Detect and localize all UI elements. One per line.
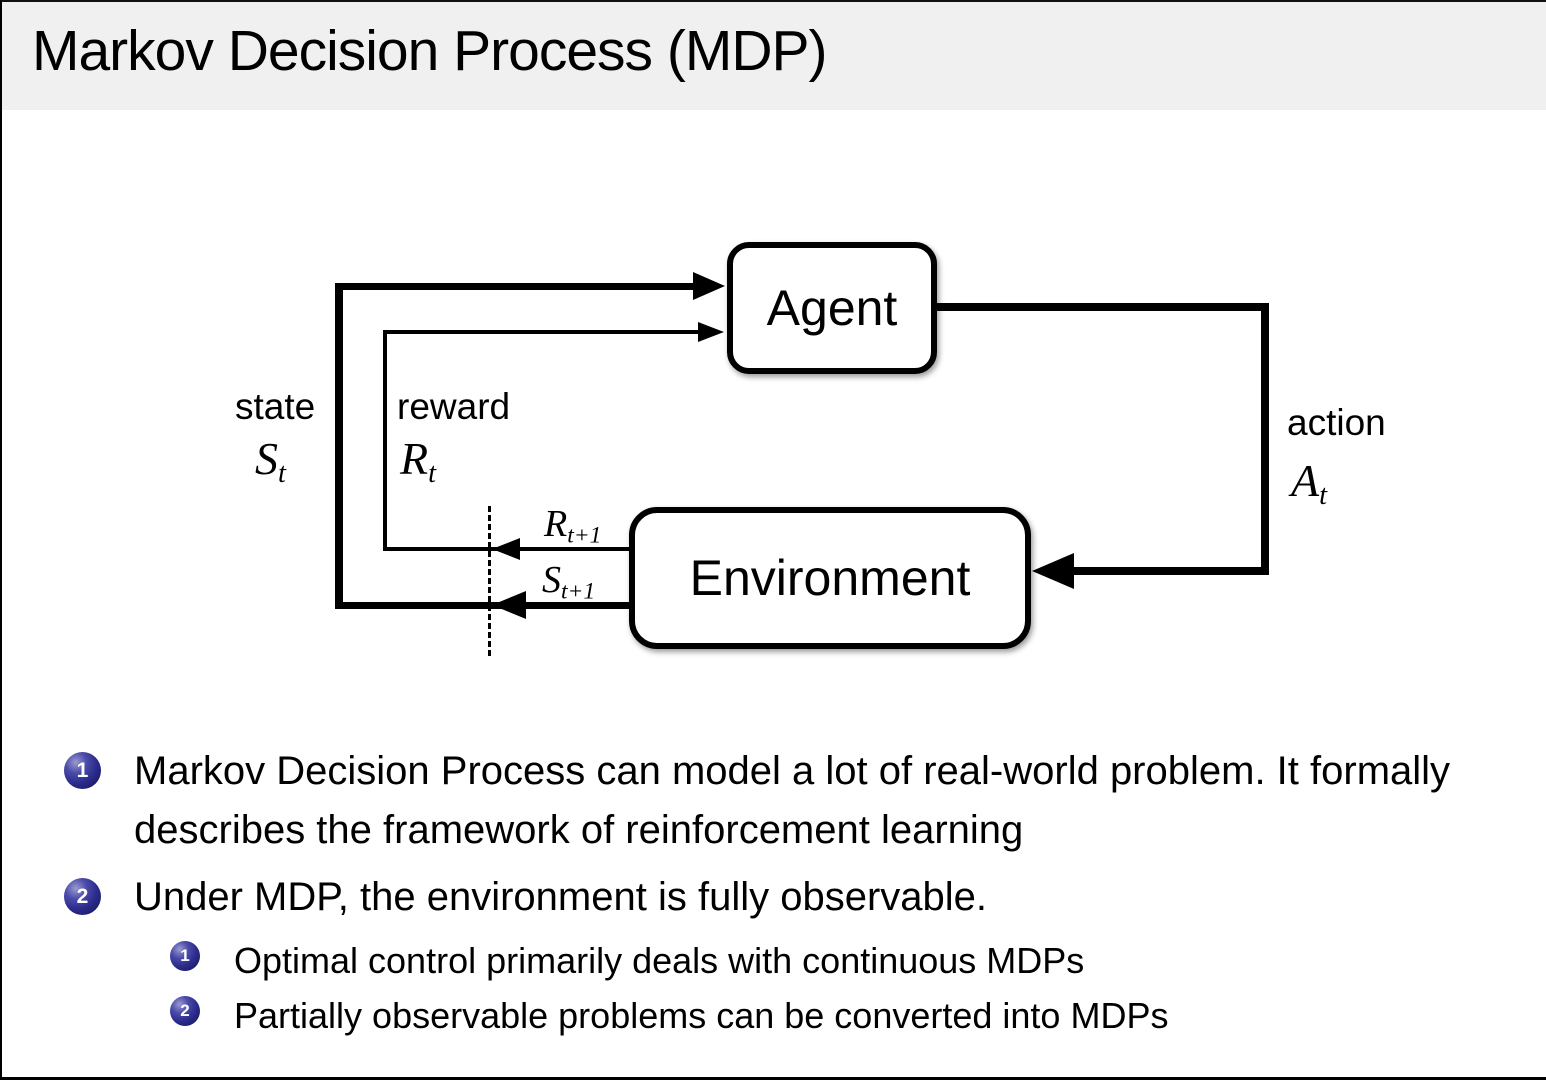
sub-bullet-text: Optimal control primarily deals with con… — [234, 940, 1085, 981]
next-state-line — [335, 602, 630, 609]
state-label: state — [235, 386, 316, 427]
arrowhead-state-into-agent-icon — [693, 272, 725, 300]
list-item: 1 Optimal control primarily deals with c… — [170, 934, 1084, 987]
title-band: Markov Decision Process (MDP) — [2, 2, 1546, 110]
reward-label: reward — [397, 386, 511, 427]
agent-to-action-line — [934, 303, 1269, 311]
reward-symbol: Rt — [400, 433, 437, 489]
list-item: 1 Markov Decision Process can model a lo… — [64, 742, 1514, 860]
arrowhead-next-reward-icon — [492, 538, 520, 560]
agent-box: Agent — [727, 242, 937, 374]
next-reward-symbol: Rt+1 — [544, 503, 602, 549]
bullet-ball-1-icon: 1 — [64, 752, 101, 789]
reward-to-agent-line — [383, 330, 701, 334]
arrowhead-action-into-env-icon — [1032, 553, 1074, 589]
action-label: action — [1287, 402, 1386, 443]
state-to-agent-line — [335, 283, 695, 290]
bullet-ball-2-icon: 2 — [64, 878, 101, 915]
agent-label: Agent — [766, 280, 898, 336]
list-item: 2 Partially observable problems can be c… — [170, 989, 1168, 1042]
time-boundary-dashed-line — [488, 506, 491, 656]
next-state-symbol: St+1 — [542, 559, 596, 605]
sub-bullet-ball-1-icon: 1 — [170, 941, 200, 971]
action-vertical-line — [1261, 303, 1269, 575]
list-item: 2 Under MDP, the environment is fully ob… — [64, 868, 987, 927]
bullet-text: Under MDP, the environment is fully obse… — [134, 875, 988, 919]
arrowhead-reward-into-agent-icon — [698, 322, 724, 342]
reward-vertical-line — [383, 330, 387, 551]
sub-bullet-ball-2-icon: 2 — [170, 996, 200, 1026]
sub-bullet-text: Partially observable problems can be con… — [234, 995, 1169, 1036]
state-vertical-line — [335, 283, 343, 609]
action-symbol: At — [1291, 455, 1328, 511]
environment-box: Environment — [629, 507, 1031, 649]
page-title: Markov Decision Process (MDP) — [32, 19, 827, 83]
arrowhead-next-state-icon — [492, 591, 526, 619]
bullet-text: Markov Decision Process can model a lot … — [134, 749, 1451, 853]
environment-label: Environment — [689, 550, 971, 606]
action-to-env-line — [1070, 567, 1265, 575]
state-symbol: St — [255, 433, 286, 489]
